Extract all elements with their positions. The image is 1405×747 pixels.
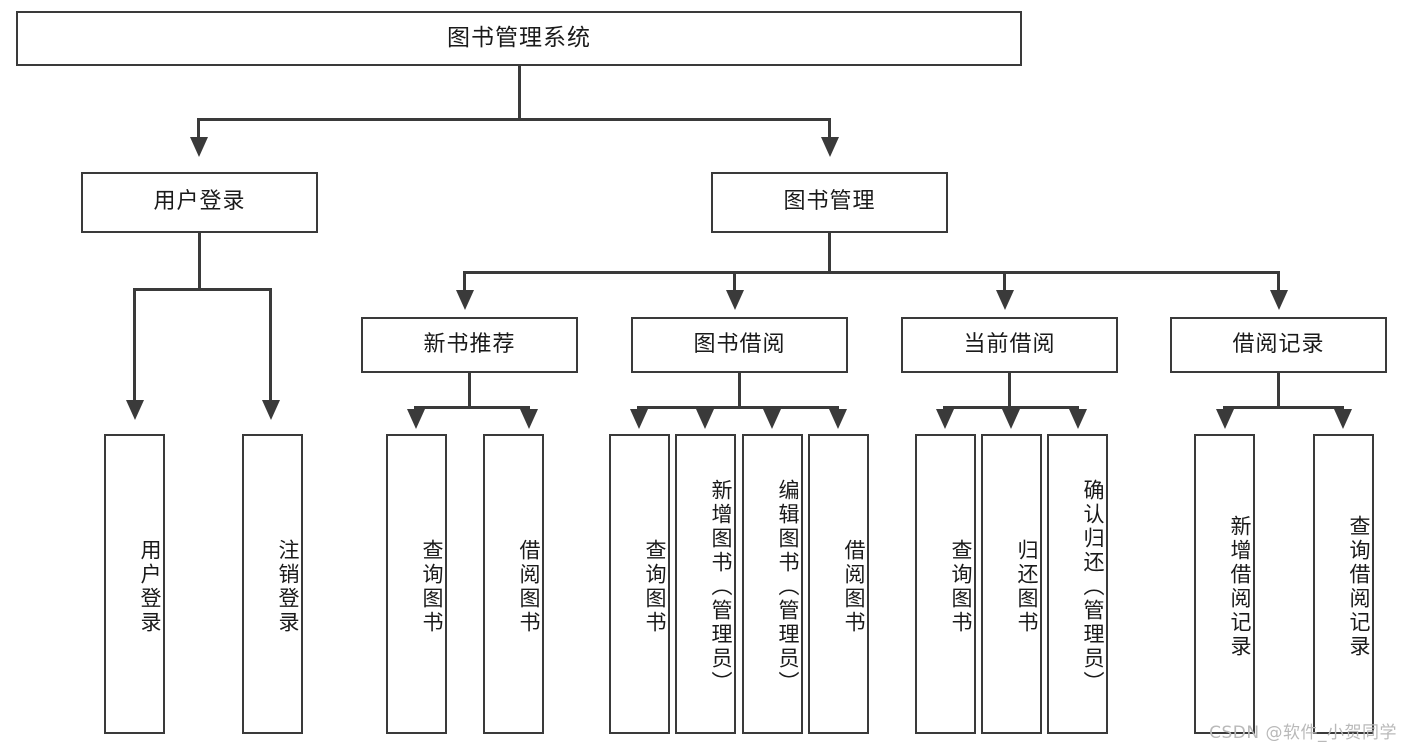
arrowhead-return-book-icon (1002, 409, 1020, 429)
edge-root-stem (518, 66, 521, 118)
leaf-user-login[interactable]: 用户登录 (104, 434, 165, 734)
node-current-borrow[interactable]: 当前借阅 (901, 317, 1118, 373)
edge-book-borrow-stem (738, 373, 741, 406)
leaf-confirm-return-admin[interactable]: 确认归还（管理员） (1047, 434, 1108, 734)
arrowhead-leaf-user-login-icon (126, 400, 144, 420)
edge-root-bus (197, 118, 831, 121)
arrowhead-borrow-record-icon (1270, 290, 1288, 310)
arrowhead-add-book-icon (696, 409, 714, 429)
edge-user-login-drop-2 (269, 288, 272, 403)
edge-book-manage-drop-2 (733, 271, 736, 293)
edge-borrow-record-bus (1223, 406, 1343, 409)
edge-new-book-stem (468, 373, 471, 406)
arrowhead-user-login-icon (190, 137, 208, 157)
leaf-add-borrow-record[interactable]: 新增借阅记录 (1194, 434, 1255, 734)
arrowhead-query-book-a-icon (407, 409, 425, 429)
edge-user-login-bus (133, 288, 271, 291)
edge-book-manage-drop-1 (463, 271, 466, 293)
arrowhead-add-record-icon (1216, 409, 1234, 429)
node-user-login[interactable]: 用户登录 (81, 172, 318, 233)
node-book-borrow[interactable]: 图书借阅 (631, 317, 848, 373)
arrowhead-borrow-book-a-icon (520, 409, 538, 429)
edge-borrow-record-stem (1277, 373, 1280, 406)
edge-book-manage-stem (828, 233, 831, 271)
arrowhead-query-book-c-icon (936, 409, 954, 429)
edge-root-to-user-login (197, 118, 200, 140)
arrowhead-edit-book-icon (763, 409, 781, 429)
node-borrow-record[interactable]: 借阅记录 (1170, 317, 1387, 373)
arrowhead-current-borrow-icon (996, 290, 1014, 310)
node-new-book-recommend[interactable]: 新书推荐 (361, 317, 578, 373)
arrowhead-confirm-return-icon (1069, 409, 1087, 429)
edge-root-to-book-manage (828, 118, 831, 140)
arrowhead-borrow-book-b-icon (829, 409, 847, 429)
edge-book-borrow-bus (637, 406, 838, 409)
leaf-query-book-newbook[interactable]: 查询图书 (386, 434, 447, 734)
edge-new-book-bus (414, 406, 530, 409)
edge-user-login-drop-1 (133, 288, 136, 403)
arrowhead-book-manage-icon (821, 137, 839, 157)
edge-book-manage-bus (463, 271, 1280, 274)
node-root-system[interactable]: 图书管理系统 (16, 11, 1022, 66)
edge-book-manage-drop-3 (1003, 271, 1006, 293)
leaf-query-book-current[interactable]: 查询图书 (915, 434, 976, 734)
edge-user-login-stem (198, 233, 201, 288)
leaf-edit-book-admin[interactable]: 编辑图书（管理员） (742, 434, 803, 734)
node-book-manage[interactable]: 图书管理 (711, 172, 948, 233)
edge-current-borrow-stem (1008, 373, 1011, 406)
leaf-add-book-admin[interactable]: 新增图书（管理员） (675, 434, 736, 734)
leaf-query-borrow-record[interactable]: 查询借阅记录 (1313, 434, 1374, 734)
arrowhead-book-borrow-icon (726, 290, 744, 310)
leaf-logout[interactable]: 注销登录 (242, 434, 303, 734)
arrowhead-new-book-icon (456, 290, 474, 310)
leaf-query-book-borrow[interactable]: 查询图书 (609, 434, 670, 734)
leaf-borrow-book-borrow[interactable]: 借阅图书 (808, 434, 869, 734)
leaf-borrow-book-newbook[interactable]: 借阅图书 (483, 434, 544, 734)
arrowhead-query-record-icon (1334, 409, 1352, 429)
edge-book-manage-drop-4 (1277, 271, 1280, 293)
arrowhead-leaf-logout-icon (262, 400, 280, 420)
leaf-return-book[interactable]: 归还图书 (981, 434, 1042, 734)
arrowhead-query-book-b-icon (630, 409, 648, 429)
